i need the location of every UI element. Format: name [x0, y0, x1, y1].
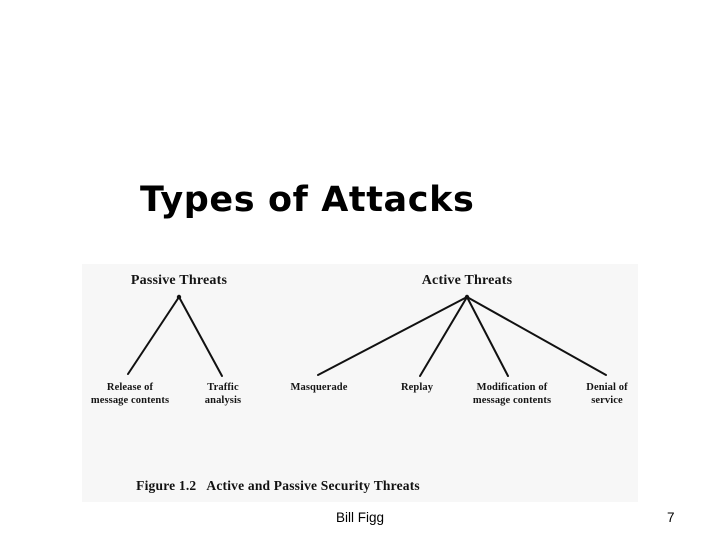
leaf-label-line: analysis [204, 395, 242, 407]
leaf-label-line: service [591, 395, 623, 407]
branch-title-passive: Passive Threats [130, 273, 228, 288]
connector-passive-to-release-of-message-contents [127, 296, 180, 375]
leaf-label-traffic-analysis: Traffic analysis [205, 381, 241, 407]
leaf-label-line: message contents [90, 395, 170, 407]
leaf-label-masquerade: Masquerade [291, 381, 348, 394]
leaf-label-line: Release of [106, 382, 154, 393]
figure-caption: Figure 1.2 Active and Passive Security T… [136, 478, 420, 493]
connector-passive-to-traffic-analysis [178, 296, 223, 377]
leaf-label-line: Traffic [207, 382, 239, 393]
apex-node-active [464, 294, 470, 300]
footer-author: Bill Figg [335, 510, 385, 525]
leaf-label-line: Masquerade [290, 382, 348, 393]
leaf-label-line: message contents [472, 395, 552, 407]
leaf-label-replay: Replay [401, 381, 433, 394]
leaf-label-denial-of-service: Denial of service [586, 381, 627, 407]
connector-active-to-masquerade [317, 296, 468, 376]
connector-active-to-replay [419, 296, 468, 377]
leaf-label-line: Replay [400, 382, 434, 393]
branch-title-active: Active Threats [421, 273, 513, 288]
apex-node-passive [176, 294, 182, 300]
footer-page-number: 7 [667, 510, 675, 525]
leaf-label-line: Denial of [586, 382, 628, 393]
connector-active-to-modification-of-message-contents [466, 296, 509, 377]
page-title: Types of Attacks [140, 180, 475, 220]
leaf-label-modification-of-message-contents: Modification of message contents [473, 381, 551, 407]
diagram-connector-lines [127, 294, 607, 377]
leaf-label-line: Modification of [476, 382, 548, 393]
leaf-label-release-of-message-contents: Release of message contents [91, 381, 169, 407]
connector-active-to-denial-of-service [466, 296, 607, 376]
